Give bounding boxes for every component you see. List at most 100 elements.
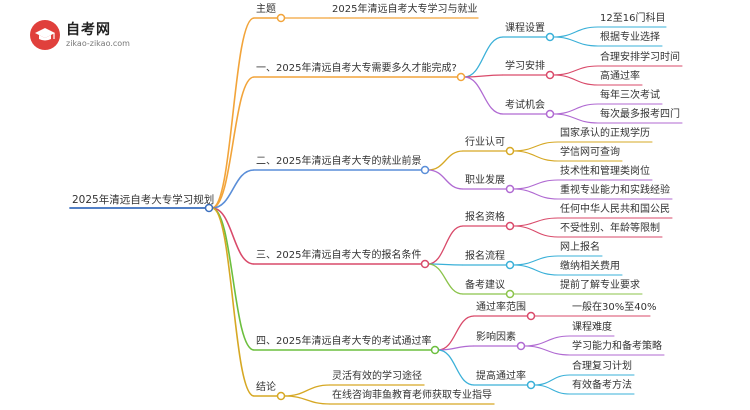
sub-dot-2-2: [545, 70, 555, 80]
sub-label-5-1: 通过率范围: [476, 302, 526, 313]
mindmap-nodes: [204, 13, 555, 401]
sub-connector-5-3: [437, 349, 475, 386]
leaf-label-3-1-1: 国家承认的正规学历: [560, 128, 650, 139]
sub-connector-5-1: [437, 315, 475, 351]
leaf-label-3-2-1: 技术性和管理类岗位: [560, 166, 650, 177]
sub-dot-2-3: [545, 109, 555, 119]
sub-label-4-2: 报名流程: [465, 251, 505, 262]
leaf-connector-2-1-1: [552, 26, 599, 38]
branch-label-1: 主题: [256, 4, 276, 15]
leaf-connector-2-2-1: [552, 65, 599, 76]
leaf-label-2-3-1: 每年三次考试: [600, 90, 660, 101]
sub-label-5-3: 提高通过率: [476, 371, 526, 382]
sub-connector-2-1: [463, 36, 504, 78]
leaf-connector-2-1-2: [552, 36, 599, 47]
sub-label-4-1: 报名资格: [465, 212, 505, 223]
leaf-label-5-3-1: 合理复习计划: [572, 361, 632, 372]
branch-connector-4: [211, 207, 255, 265]
leaf-label-2-2-1: 合理安排学习时间: [600, 52, 680, 63]
leaf-connector-5-3-1: [533, 374, 571, 386]
sub-dot-4-3: [505, 289, 515, 299]
sub-connector-2-2: [463, 74, 504, 78]
leaf-connector-2-3-1: [552, 103, 599, 115]
leaf-label-5-1-1: 一般在30%至40%: [572, 302, 657, 313]
sub-label-1-1: 2025年清远自考大专学习与就业: [332, 4, 478, 15]
branch-dot-4: [420, 259, 430, 269]
branch-label-6: 结论: [256, 382, 276, 393]
sub-connector-3-1: [427, 150, 464, 171]
leaf-label-4-1-1: 任何中华人民共和国公民: [560, 204, 670, 215]
branch-label-2: 一、2025年清远自考大专需要多久才能完成?: [256, 63, 457, 74]
sub-label-2-2: 学习安排: [505, 61, 545, 72]
sub-dot-4-1: [505, 221, 515, 231]
sub-label-2-3: 考试机会: [505, 100, 545, 111]
sub-label-2-1: 课程设置: [505, 23, 545, 34]
leaf-label-2-1-2: 根据专业选择: [600, 32, 660, 43]
branch-connector-1: [211, 17, 255, 209]
leaf-label-4-2-2: 缴纳相关费用: [560, 261, 620, 272]
sub-connector-4-1: [427, 225, 464, 265]
sub-connector-6-2: [283, 395, 331, 405]
leaf-label-2-1-1: 12至16门科目: [600, 13, 666, 24]
leaf-label-5-2-2: 学习能力和备考策略: [572, 341, 662, 352]
sub-connector-4-3: [427, 263, 464, 295]
leaf-label-4-3-1: 提前了解专业要求: [560, 280, 640, 291]
sub-dot-5-1: [526, 311, 536, 321]
leaf-label-3-1-2: 学信网可查询: [560, 147, 620, 158]
leaf-connector-5-3-2: [533, 384, 571, 395]
leaf-connector-4-1-1: [512, 217, 559, 227]
leaf-connector-2-2-2: [552, 74, 599, 86]
branch-label-3: 二、2025年清远自考大专的就业前景: [256, 156, 422, 167]
sub-dot-3-2: [505, 184, 515, 194]
leaf-label-5-3-2: 有效备考方法: [572, 380, 632, 391]
sub-label-6-1: 灵活有效的学习途径: [332, 371, 422, 382]
leaf-connector-3-1-2: [512, 150, 559, 162]
branch-dot-2: [456, 72, 466, 82]
leaf-label-4-1-2: 不受性别、年龄等限制: [560, 223, 660, 234]
leaf-connector-4-2-2: [512, 264, 559, 276]
mindmap-connectors: [211, 17, 599, 405]
leaf-connector-5-2-2: [523, 345, 571, 356]
sub-dot-5-2: [516, 341, 526, 351]
site-logo: 自考网 zikao-zikao.com: [22, 14, 142, 54]
sub-label-6-2: 在线咨询菲鱼教育老师获取专业指导: [332, 390, 492, 401]
sub-connector-3-2: [427, 169, 464, 190]
sub-label-3-1: 行业认可: [465, 137, 505, 148]
sub-label-5-2: 影响因素: [476, 332, 516, 343]
leaf-label-2-3-2: 每次最多报考四门: [600, 109, 680, 120]
leaf-label-3-2-2: 重视专业能力和实践经验: [560, 185, 670, 196]
sub-connector-2-3: [463, 76, 504, 115]
branch-dot-5: [430, 345, 440, 355]
leaf-connector-3-2-2: [512, 188, 559, 200]
leaf-connector-4-2-1: [512, 255, 559, 266]
leaf-connector-2-3-2: [552, 113, 599, 124]
sub-connector-6-1: [283, 384, 331, 397]
leaf-label-2-2-2: 高通过率: [600, 71, 640, 82]
logo-url: zikao-zikao.com: [66, 39, 130, 48]
sub-label-4-3: 备考建议: [465, 280, 505, 291]
logo-title: 自考网: [66, 22, 111, 38]
root-node-dot: [204, 203, 214, 213]
branch-connector-5: [211, 207, 255, 351]
branch-dot-6: [276, 391, 286, 401]
leaf-connector-3-1-1: [512, 141, 559, 152]
sub-dot-2-1: [545, 32, 555, 42]
graduation-cap-icon: [30, 20, 60, 50]
branch-connector-3: [211, 169, 255, 209]
mindmap-underlines: [69, 17, 683, 405]
sub-dot-5-3: [526, 380, 536, 390]
leaf-connector-3-2-1: [512, 179, 559, 190]
branch-connector-2: [211, 76, 255, 209]
branch-label-5: 四、2025年清远自考大专的考试通过率: [256, 336, 432, 347]
leaf-connector-5-2-1: [523, 335, 571, 347]
sub-connector-5-2: [437, 345, 475, 351]
branch-label-4: 三、2025年清远自考大专的报名条件: [256, 250, 422, 261]
leaf-connector-4-1-2: [512, 225, 559, 238]
sub-dot-3-1: [505, 146, 515, 156]
leaf-label-4-2-1: 网上报名: [560, 242, 600, 253]
leaf-label-5-2-1: 课程难度: [572, 322, 612, 333]
branch-connector-6: [211, 207, 255, 397]
sub-label-3-2: 职业发展: [465, 175, 505, 186]
sub-dot-4-2: [505, 260, 515, 270]
